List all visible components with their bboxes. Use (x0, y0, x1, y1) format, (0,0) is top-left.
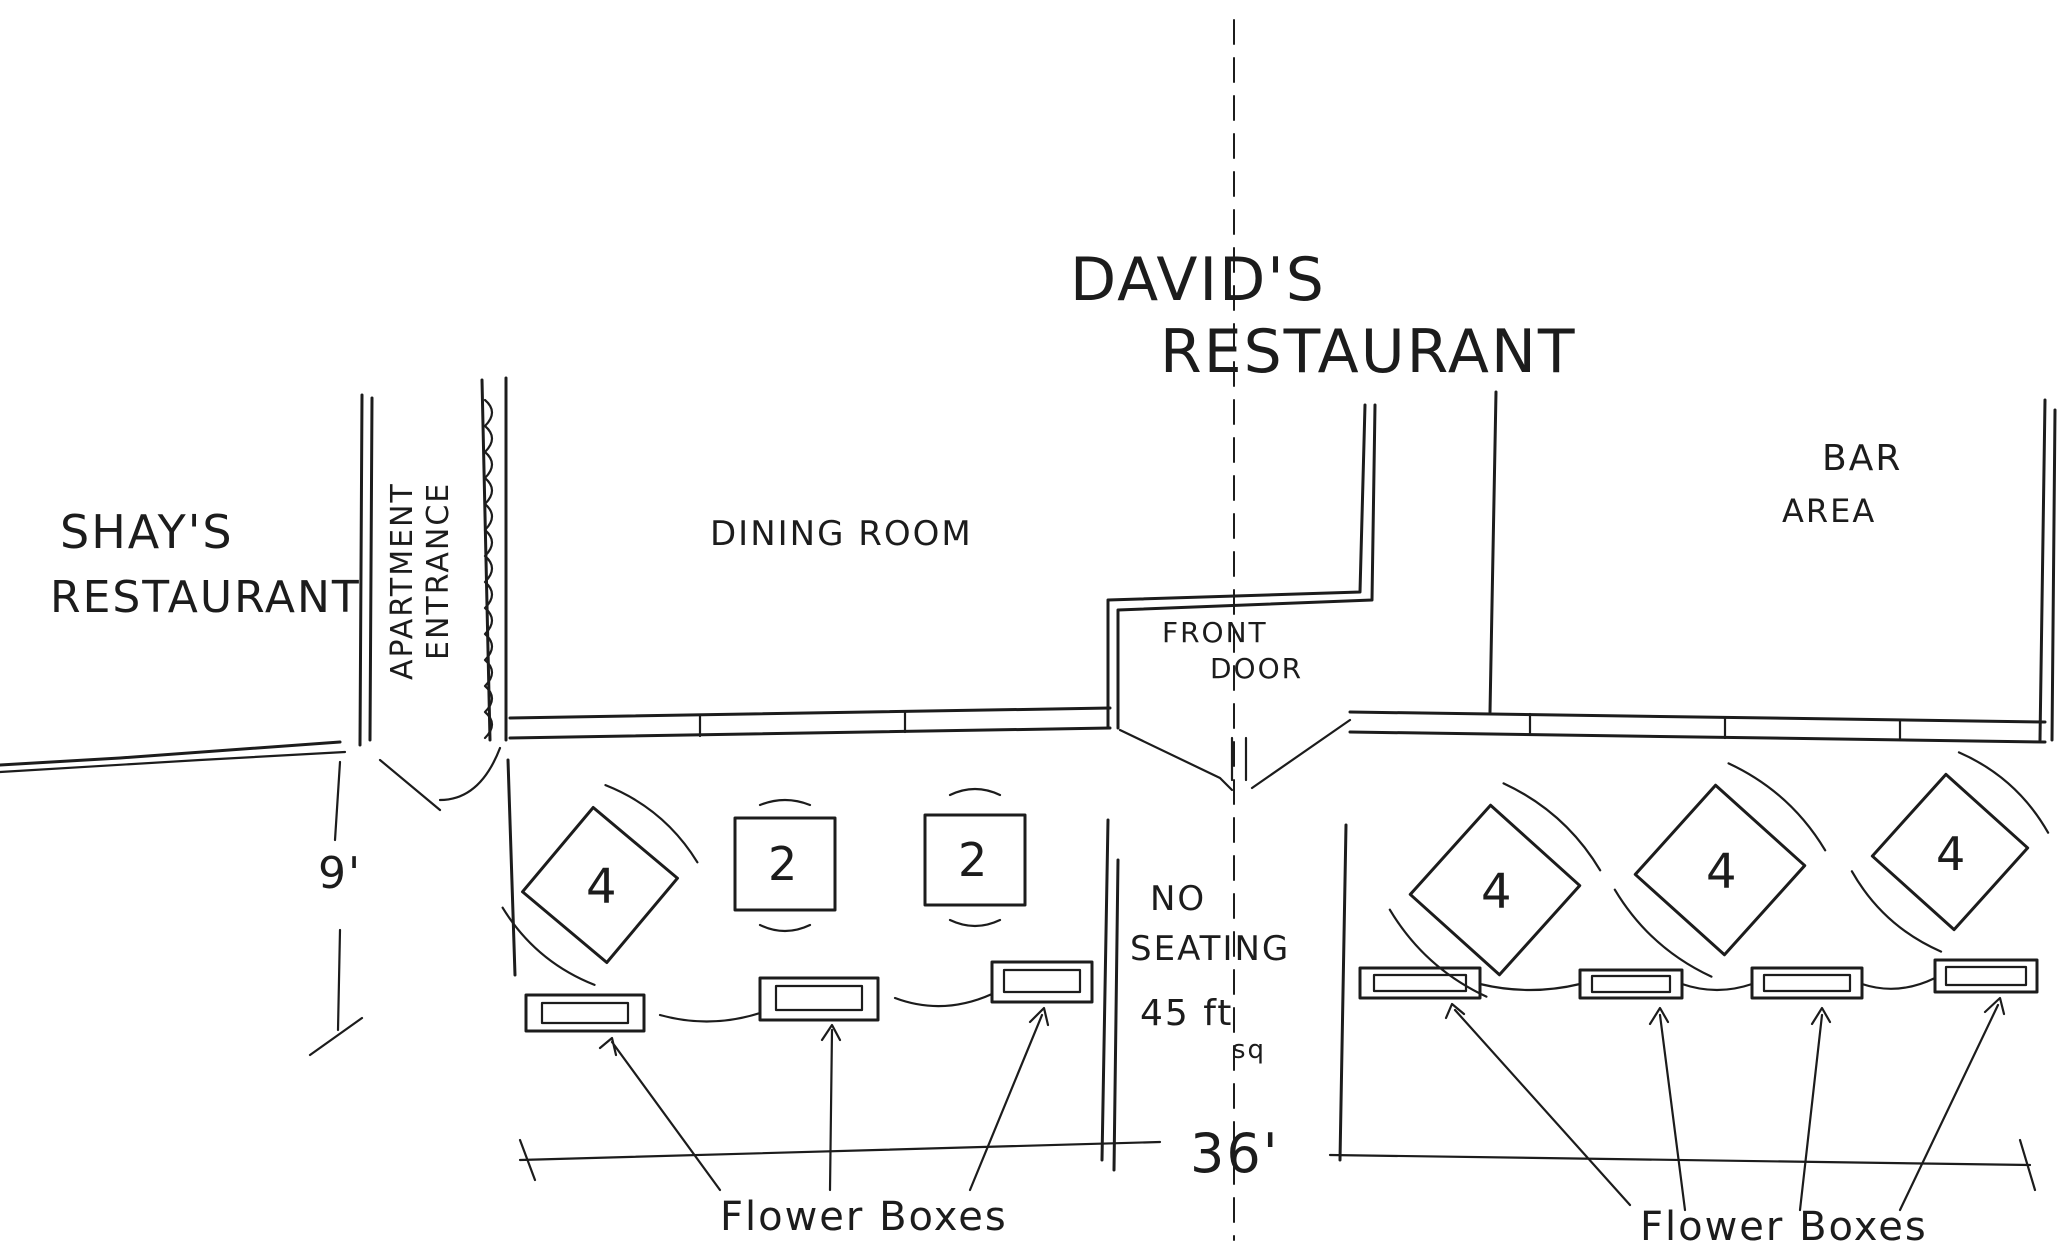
no-seating-label-line4: sq (1232, 1035, 1266, 1065)
right-arrow-1 (1444, 1002, 1632, 1207)
left-arrow-2 (820, 1023, 842, 1192)
table-4-seats: 4 (1481, 864, 1512, 920)
bar-area-label-line1: BAR (1822, 438, 1902, 479)
table-6-seats: 4 (1936, 827, 1965, 881)
no-seating-label-line2: SEATING (1130, 929, 1290, 969)
dining-room-label: DINING ROOM (710, 514, 973, 554)
left-arrow-3 (968, 1006, 1050, 1192)
bar-area-label-line2: AREA (1782, 492, 1876, 530)
apartment-wall-hatching (483, 398, 494, 740)
table-4: 4 (1388, 782, 1602, 998)
flower-box-right-4 (1933, 958, 2039, 994)
shays-storefront-line (0, 740, 342, 767)
dining-storefront-outer (508, 706, 1112, 740)
left-flower-box-chain (658, 992, 994, 1023)
flower-box-right-3 (1750, 966, 1864, 1000)
right-arrow-4 (1898, 996, 2006, 1212)
table-3: 2 (923, 787, 1027, 928)
front-door-label-line1: FRONT (1162, 616, 1268, 649)
table-1: 4 (501, 784, 699, 986)
apartment-entrance-label: APARTMENT ENTRANCE (385, 482, 456, 680)
table-2: 2 (733, 798, 837, 933)
no-seating-label-line3: 45 ft (1140, 993, 1233, 1034)
no-seating-label-line1: NO (1150, 879, 1206, 919)
bar-divider-wall (1488, 390, 1498, 714)
davids-restaurant-title-line2: RESTAURANT (1160, 317, 1576, 387)
flower-box-left-1 (524, 993, 646, 1033)
flower-box-right-2 (1578, 968, 1684, 1000)
table-2-seats: 2 (768, 837, 797, 891)
front-door-swing (1118, 718, 1352, 792)
right-flower-box-chain (1478, 976, 1937, 992)
shays-restaurant-label-line2: RESTAURANT (50, 572, 361, 623)
dining-storefront-mullions (698, 710, 907, 738)
no-seating-left-boundary (1100, 818, 1120, 1172)
left-arrow-1 (598, 1036, 722, 1192)
table-5: 4 (1613, 762, 1827, 978)
no-seating-right-boundary (1338, 823, 1348, 1162)
thirty-six-ft-dimension-line (518, 1138, 2037, 1192)
front-door-label-line2: DOOR (1210, 652, 1303, 685)
front-door-vestibule (1106, 403, 1377, 730)
flower-boxes-right-label: Flower Boxes (1640, 1204, 1928, 1246)
davids-restaurant-title-line1: DAVID'S (1070, 245, 1326, 315)
thirty-six-ft-label: 36' (1190, 1122, 1280, 1185)
right-arrow-3 (1798, 1006, 1832, 1212)
right-arrow-2 (1648, 1006, 1687, 1212)
apartment-left-wall (358, 393, 374, 747)
bar-storefront-outer (1348, 710, 2047, 744)
table-3-seats: 2 (958, 833, 987, 887)
shays-storefront-line-2 (0, 750, 347, 774)
table-6: 4 (1850, 751, 2050, 953)
apartment-label-line1: APARTMENT (385, 482, 420, 680)
shays-restaurant-label-line1: SHAY'S (60, 505, 234, 559)
nine-ft-dimension-line (308, 760, 364, 1057)
bar-storefront-mullions (1528, 712, 1902, 742)
apartment-label-line2: ENTRANCE (421, 482, 456, 660)
flower-box-left-2 (758, 976, 880, 1022)
flower-boxes-left-label: Flower Boxes (720, 1194, 1008, 1240)
table-5-seats: 4 (1706, 844, 1737, 900)
patio-left-boundary (506, 758, 517, 977)
table-1-seats: 4 (586, 859, 617, 915)
bar-right-wall (2038, 398, 2057, 742)
nine-ft-label: 9' (318, 848, 362, 899)
flower-box-left-3 (990, 960, 1094, 1004)
apartment-door-swing (378, 746, 502, 812)
